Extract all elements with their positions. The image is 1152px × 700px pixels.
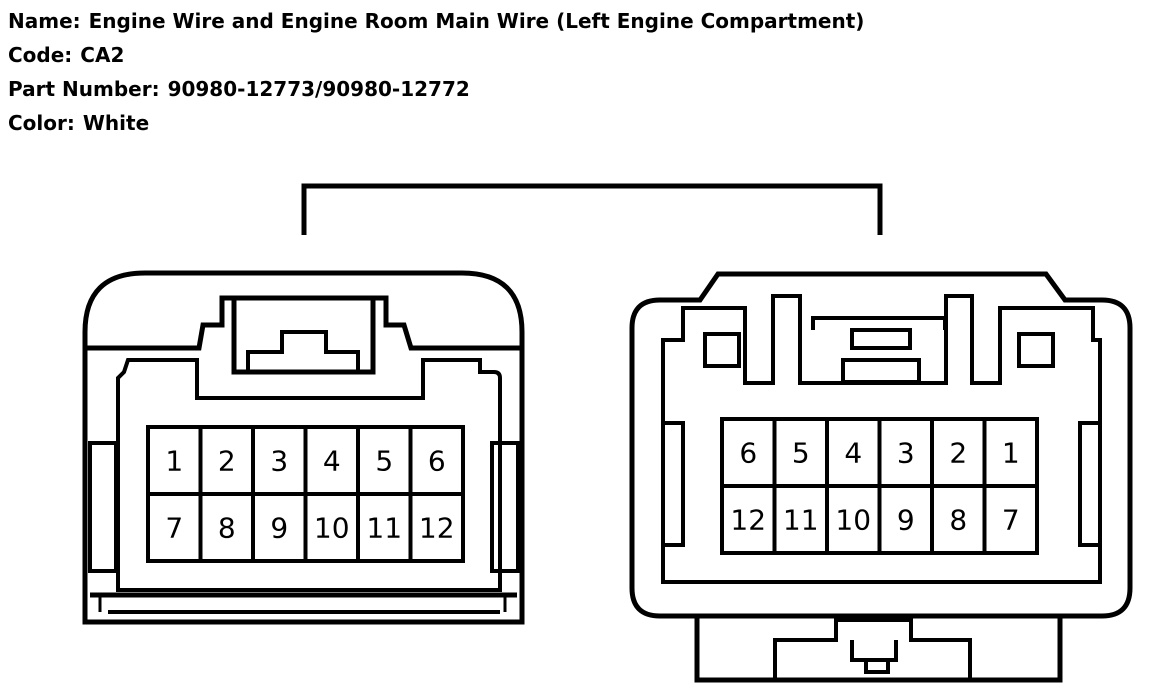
left-terminal-cell [408, 492, 465, 563]
code-value: CA2 [80, 43, 125, 67]
left-pin-label: 2 [218, 445, 236, 478]
left-pin-label: 4 [323, 445, 341, 478]
right-guide-right [1078, 421, 1102, 547]
right-pin-label: 1 [1002, 437, 1020, 470]
left-pin-label: 6 [428, 445, 446, 478]
right-connector: 6 5 4 3 2 1 12 11 10 9 8 7 [629, 271, 1133, 683]
right-pin-label: 9 [897, 504, 915, 537]
part-number-line: Part Number: 90980-12773/90980-12772 [8, 72, 864, 106]
right-terminal-grid: 6 5 4 3 2 1 12 11 10 9 8 7 [720, 417, 1039, 555]
name-label: Name: [8, 9, 81, 33]
left-connector-housing [82, 270, 525, 625]
left-lock-tab [246, 330, 360, 372]
right-key-left [703, 332, 741, 368]
right-pin-label: 6 [739, 437, 757, 470]
left-pin-label: 10 [314, 512, 350, 545]
left-pin-label: 7 [165, 512, 183, 545]
right-center-key-top [850, 328, 912, 350]
right-lock-base [694, 616, 1063, 683]
right-center-rail [811, 316, 947, 330]
left-pin-label: 12 [419, 512, 455, 545]
right-pin-label: 11 [783, 504, 819, 537]
right-guide-left [661, 421, 685, 547]
right-pin-label: 12 [730, 504, 766, 537]
code-line: Code: CA2 [8, 38, 864, 72]
left-pin-label: 1 [165, 445, 183, 478]
right-connector-housing [629, 271, 1133, 619]
right-pin-label: 2 [949, 437, 967, 470]
right-inner-frame [661, 294, 1102, 584]
right-pin-label: 4 [844, 437, 862, 470]
left-guide-left [88, 441, 118, 573]
right-lock-hook-tab [850, 640, 898, 674]
color-label: Color: [8, 111, 75, 135]
name-line: Name: Engine Wire and Engine Room Main Wi… [8, 4, 864, 38]
right-terminal-cell [982, 484, 1039, 555]
right-center-key-bottom [841, 358, 921, 384]
name-value: Engine Wire and Engine Room Main Wire (L… [88, 9, 865, 33]
color-value: White [82, 111, 150, 135]
part-number-value: 90980-12773/90980-12772 [167, 77, 470, 101]
part-number-label: Part Number: [8, 77, 160, 101]
right-key-right [1017, 332, 1055, 368]
code-label: Code: [8, 43, 73, 67]
color-line: Color: White [8, 106, 864, 140]
right-pin-label: 8 [949, 504, 967, 537]
right-pin-label: 10 [835, 504, 871, 537]
left-pin-label: 11 [366, 512, 402, 545]
connector-info: Name: Engine Wire and Engine Room Main Wi… [8, 4, 864, 140]
left-pin-label: 3 [270, 445, 288, 478]
left-pin-label: 5 [375, 445, 393, 478]
left-pin-label: 8 [218, 512, 236, 545]
left-lock-frame [231, 298, 376, 375]
left-pin-label: 9 [270, 512, 288, 545]
mating-bracket [301, 183, 883, 235]
right-pin-label: 7 [1002, 504, 1020, 537]
left-inner-cavity [116, 358, 502, 592]
right-pin-label: 5 [792, 437, 810, 470]
left-guide-right [490, 441, 520, 573]
right-lock-hook [773, 618, 972, 680]
left-latch-cutout [87, 295, 520, 351]
right-pin-label: 3 [897, 437, 915, 470]
